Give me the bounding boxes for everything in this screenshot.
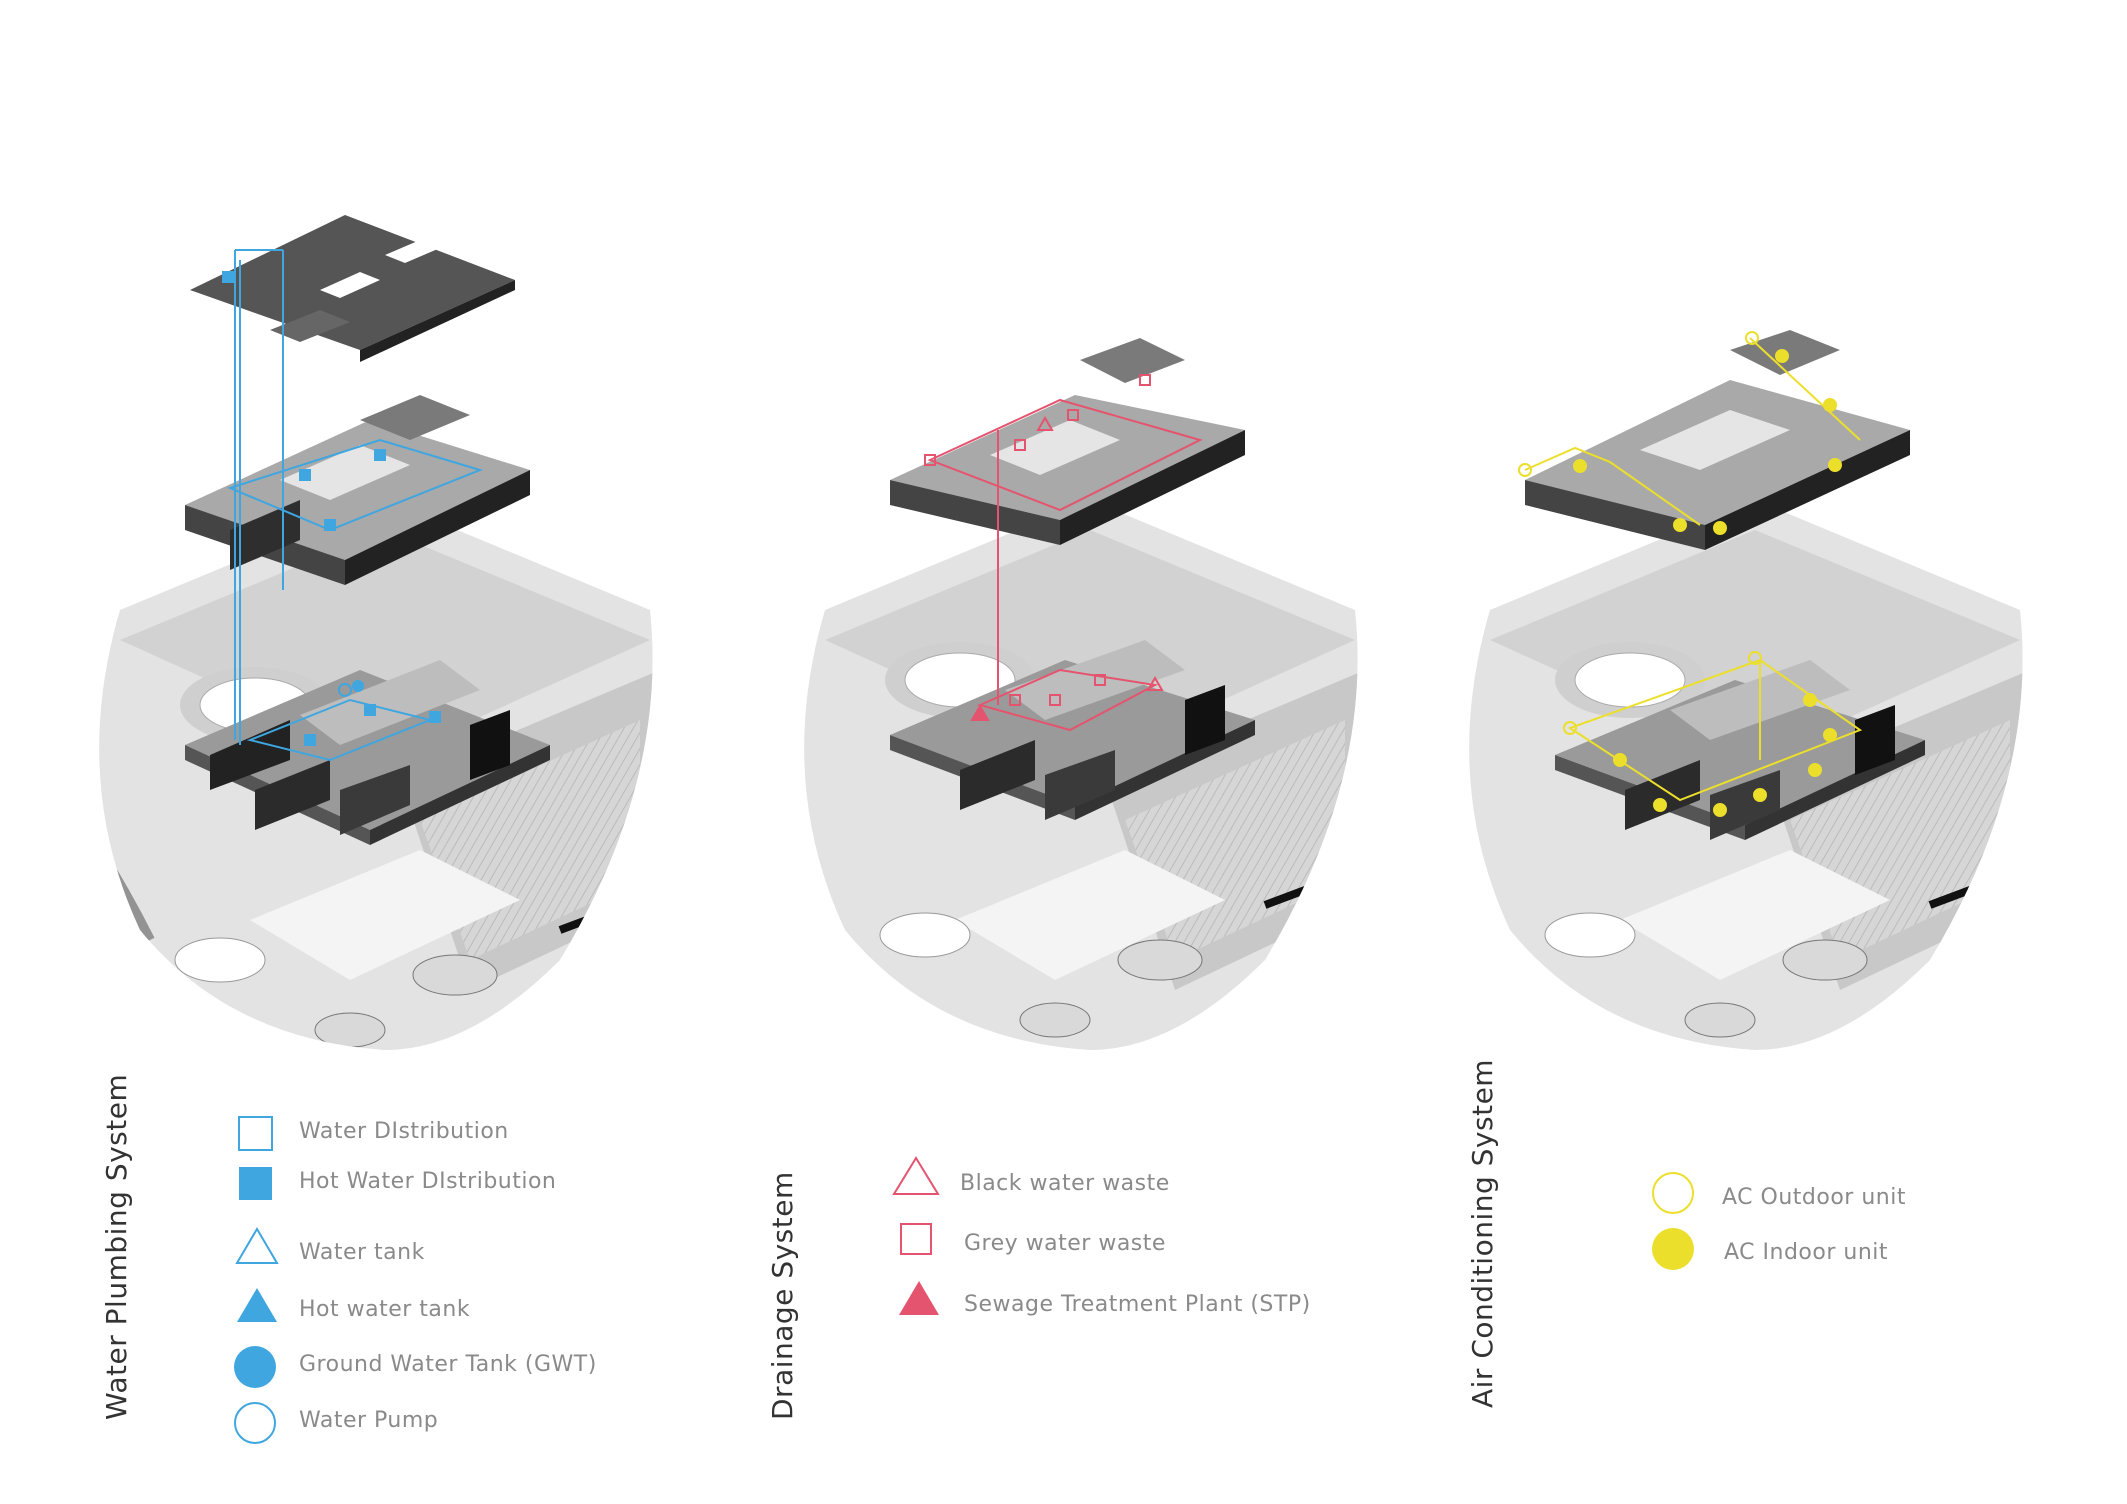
ac-lines bbox=[1518, 331, 1863, 817]
ac-outdoor-circle-outline-icon bbox=[1652, 1172, 1694, 1214]
drainage-upper-floor bbox=[890, 338, 1245, 545]
legend-grey-water-waste: Grey water waste bbox=[964, 1231, 1166, 1256]
ac-ground-floor bbox=[1555, 660, 1925, 840]
ac-site-base bbox=[1469, 500, 2023, 1050]
ac-upper-floor bbox=[1525, 330, 1910, 550]
legend-water-distribution: Water DIstribution bbox=[299, 1119, 509, 1144]
legend-black-water-waste: Black water waste bbox=[960, 1171, 1170, 1196]
legend-ac-outdoor-unit: AC Outdoor unit bbox=[1722, 1185, 1906, 1210]
plumbing-title: Water Plumbing System bbox=[100, 1073, 133, 1420]
water-distribution-square-outline-icon bbox=[238, 1116, 273, 1151]
ac-indoor-circle-filled-icon bbox=[1652, 1228, 1694, 1270]
hot-water-tank-triangle-filled-icon bbox=[237, 1288, 277, 1322]
plumbing-roof bbox=[190, 215, 515, 362]
stp-triangle-filled-icon bbox=[899, 1281, 939, 1315]
water-tank-triangle-outline-icon bbox=[235, 1227, 279, 1264]
legend-ground-water-tank: Ground Water Tank (GWT) bbox=[299, 1352, 597, 1377]
legend-sewage-treatment-plant: Sewage Treatment Plant (STP) bbox=[964, 1292, 1311, 1317]
legend-ac-indoor-unit: AC Indoor unit bbox=[1724, 1240, 1888, 1265]
grey-water-square-outline-icon bbox=[900, 1223, 932, 1255]
black-water-triangle-outline-icon bbox=[892, 1156, 940, 1195]
drainage-title: Drainage System bbox=[766, 1171, 799, 1420]
ac-title: Air Conditioning System bbox=[1466, 1058, 1499, 1408]
plumbing-ground-floor bbox=[185, 660, 550, 845]
plumbing-pipes bbox=[222, 249, 484, 762]
hot-water-distribution-square-filled-icon bbox=[239, 1167, 272, 1200]
legend-water-tank: Water tank bbox=[299, 1240, 425, 1265]
plumbing-first-floor bbox=[185, 395, 530, 585]
legend-hot-water-distribution: Hot Water DIstribution bbox=[299, 1169, 557, 1194]
drainage-pipes bbox=[924, 374, 1203, 732]
legend-hot-water-tank: Hot water tank bbox=[299, 1297, 471, 1322]
ground-water-tank-circle-filled-icon bbox=[234, 1346, 276, 1388]
water-pump-circle-outline-icon bbox=[234, 1402, 276, 1444]
legend-water-pump: Water Pump bbox=[299, 1408, 439, 1433]
